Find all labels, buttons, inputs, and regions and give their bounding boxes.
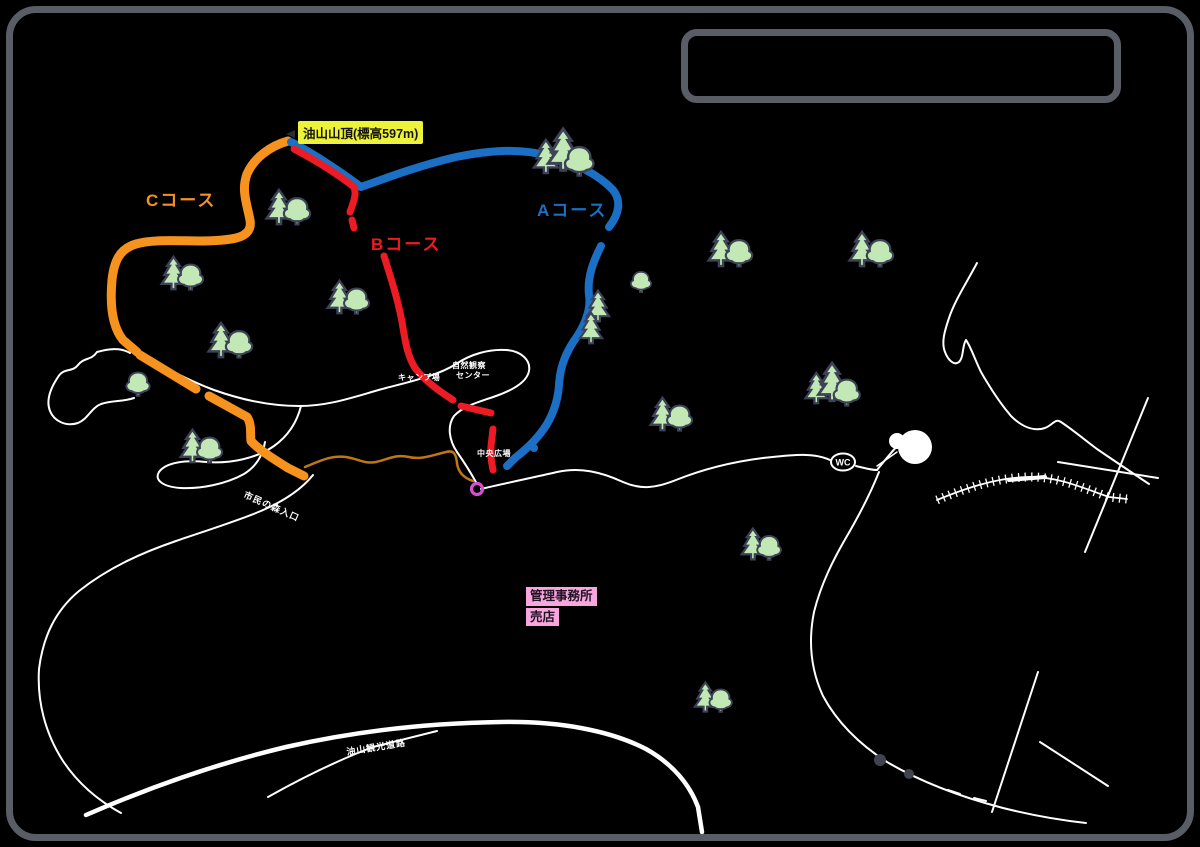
facility-label-line1: 管理事務所 [526, 587, 597, 606]
tree-icon [534, 129, 594, 176]
course-c-label: Cコース [146, 191, 217, 210]
tree-icon [805, 363, 859, 406]
middle-road [855, 465, 878, 471]
valley-road [942, 262, 1150, 485]
road-dashes [947, 789, 987, 802]
tree-layer [125, 129, 894, 712]
facility-label: 管理事務所 売店 [526, 587, 597, 626]
sightseeing-road-label: 油山観光道路 [346, 737, 407, 757]
camp-label: キャンプ場 [398, 372, 440, 382]
course-b-label: Bコース [371, 235, 442, 254]
trail-mesh [136, 348, 531, 485]
straight-road-3 [991, 671, 1039, 813]
wc-badge [830, 452, 856, 472]
nature-center-label: 自然観察 [452, 360, 486, 370]
course-a-label: Aコース [537, 201, 608, 220]
tree-icon [328, 281, 369, 314]
facility-marker [469, 481, 485, 497]
tiny-labels: キャンプ場 自然観察 センター 中央広場 市民の森入口 油山観光道路 [242, 360, 511, 757]
wc-label: WC [836, 458, 851, 468]
tree-icon [181, 430, 222, 463]
plaza-label: 中央広場 [477, 448, 511, 458]
spot-icon [904, 769, 914, 779]
coast-trail [47, 348, 135, 426]
trail-loop [156, 405, 302, 490]
course-a-route [287, 138, 623, 470]
railway-platform [1007, 475, 1047, 482]
course-b-route [290, 145, 497, 474]
course-c-route [106, 136, 309, 481]
course-a-dot [530, 444, 538, 452]
tree-icon [850, 232, 894, 267]
middle-road [480, 453, 831, 490]
tree-icon [267, 190, 311, 225]
bottom-highway [83, 719, 705, 835]
tree-icon [651, 398, 692, 431]
course-c-link-trail [303, 450, 475, 483]
nature-center-label: センター [456, 370, 490, 380]
pond-area [898, 430, 932, 464]
tree-icon [695, 682, 732, 711]
straight-road-2 [1057, 461, 1159, 479]
side-road [267, 730, 438, 798]
summit-arrow-icon [286, 130, 295, 138]
facility-label-line2: 売店 [526, 607, 560, 626]
spot-icon [874, 754, 886, 766]
title-box [681, 29, 1121, 103]
summit-label: 油山山頂(標高597m) [298, 121, 424, 144]
tree-icon [162, 257, 203, 290]
parking-connector [876, 451, 898, 467]
road-network [37, 262, 1159, 835]
tree-icon [209, 323, 253, 358]
straight-road-4 [1039, 741, 1109, 787]
pond-area [889, 433, 905, 449]
right-loop-road [810, 471, 1087, 824]
straight-road-1 [1084, 397, 1149, 553]
tree-icon [125, 371, 151, 397]
tree-icon [742, 529, 781, 560]
tree-icon [709, 232, 753, 267]
tree-icon [630, 271, 652, 293]
entrance-road [37, 474, 314, 814]
